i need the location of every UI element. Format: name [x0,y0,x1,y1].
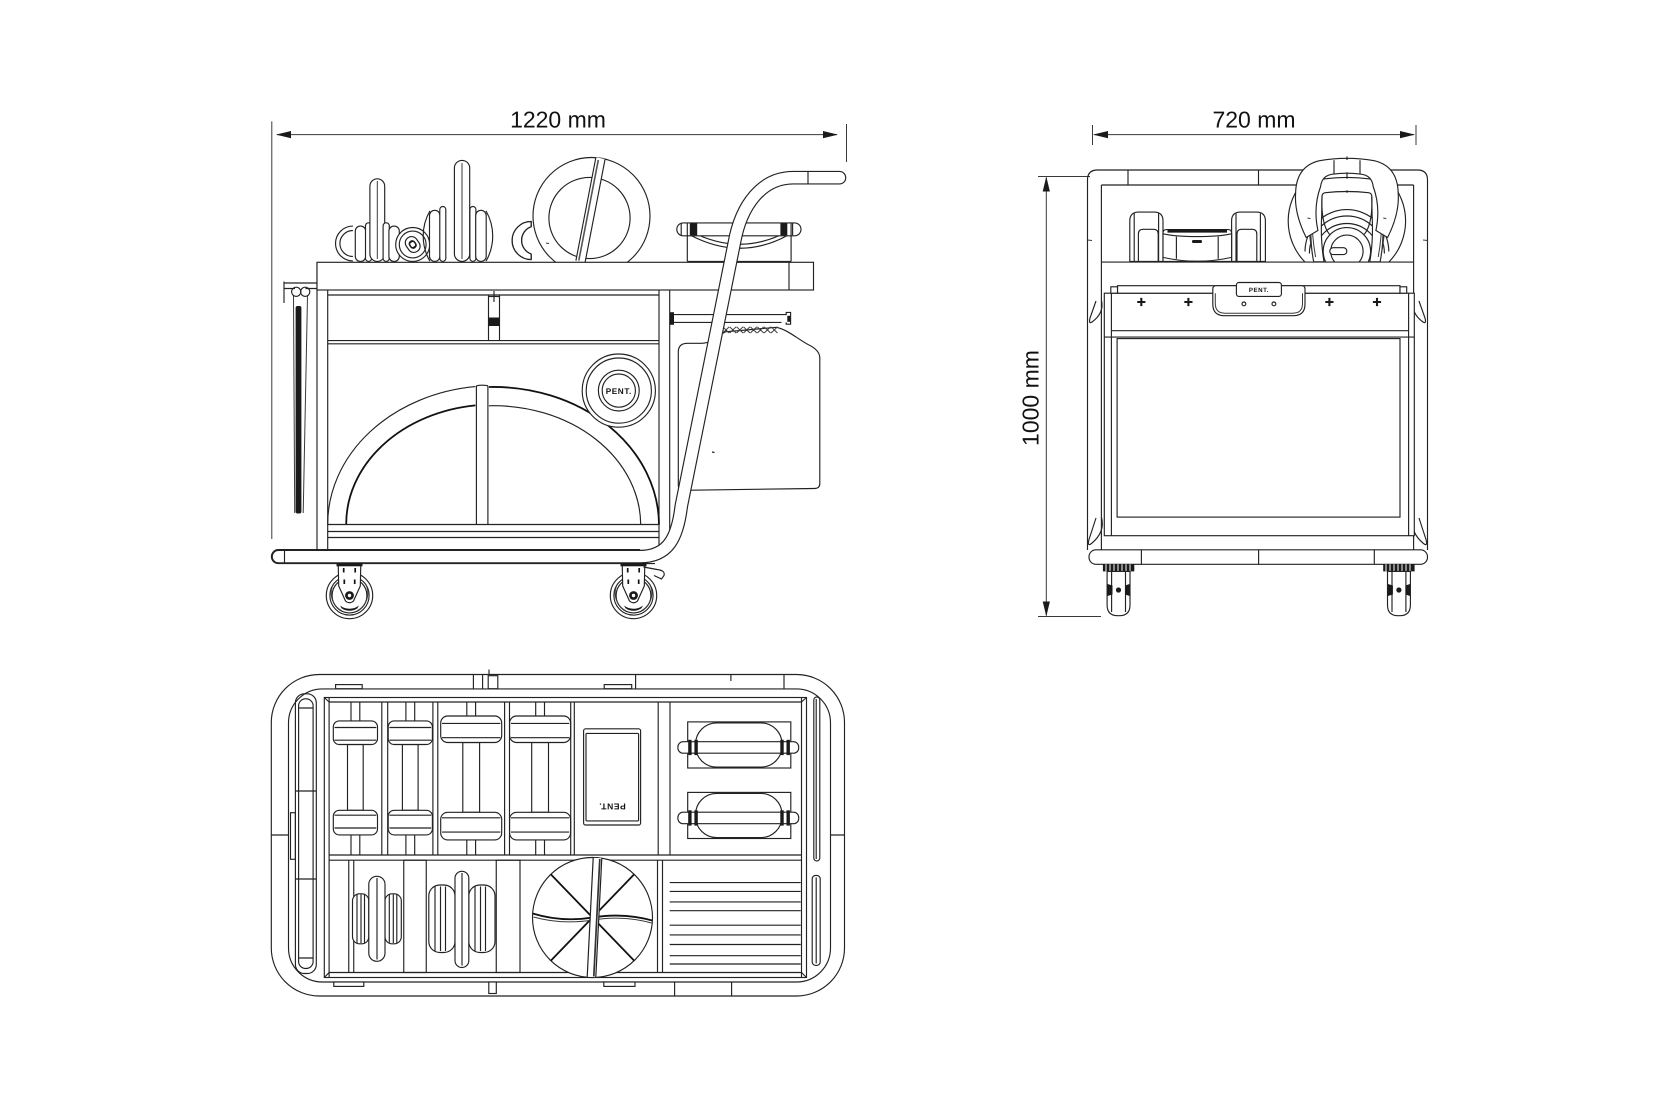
svg-text:1000 mm: 1000 mm [1018,350,1044,446]
svg-text:PENT.: PENT. [606,387,632,396]
svg-text:PENT.: PENT. [1249,287,1269,294]
svg-text:1220 mm: 1220 mm [510,107,606,133]
svg-text:720 mm: 720 mm [1212,107,1295,133]
svg-text:PENT.: PENT. [599,802,626,812]
